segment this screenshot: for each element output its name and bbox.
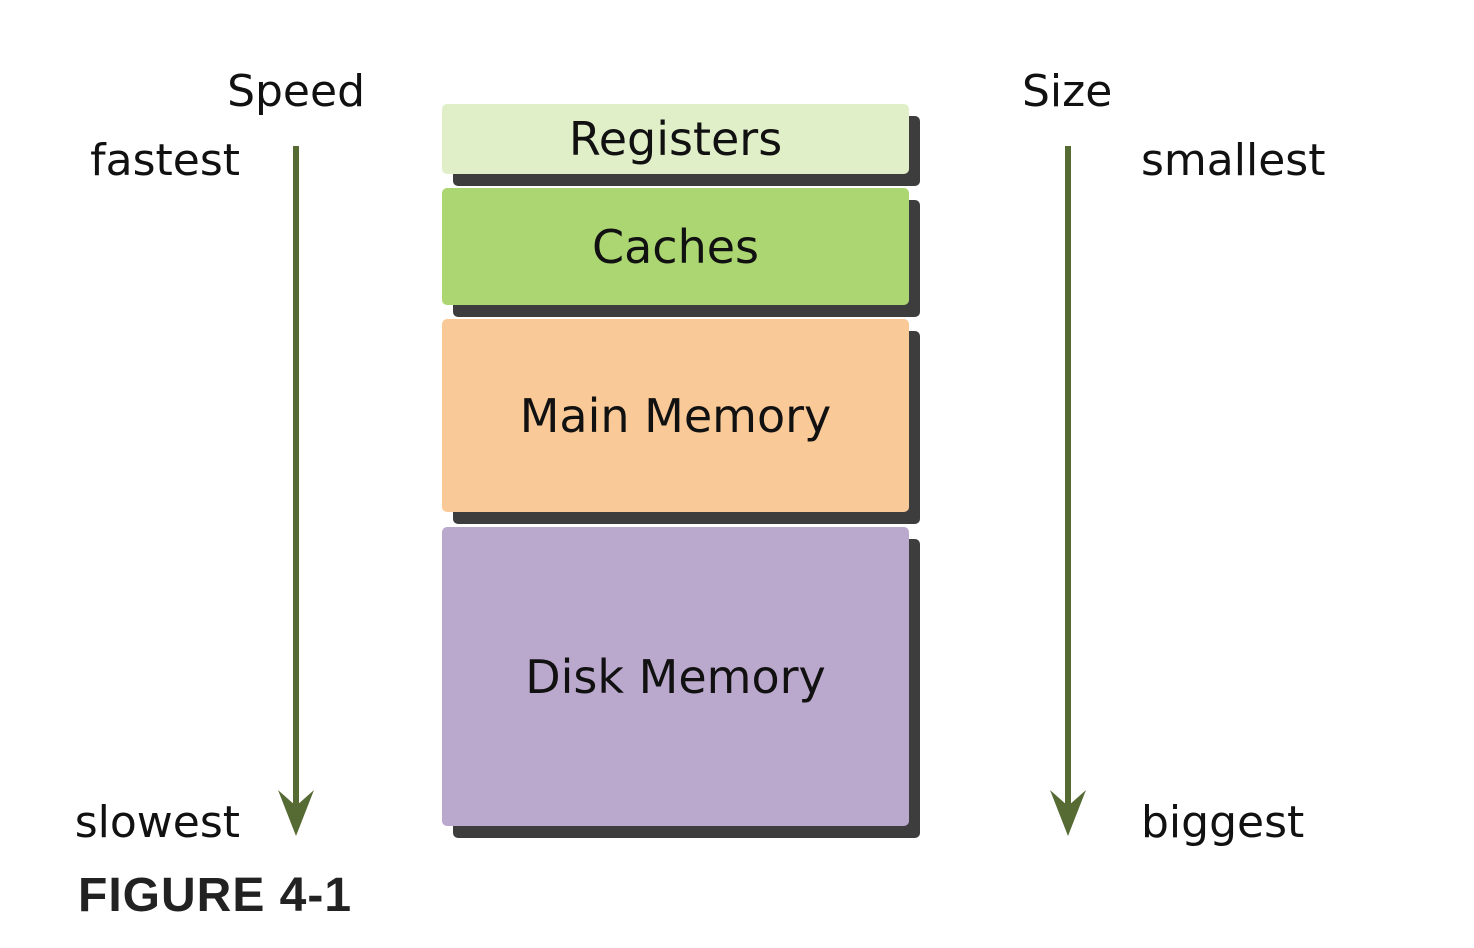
level-registers: Registers: [442, 104, 909, 174]
level-main-memory: Main Memory: [442, 319, 909, 512]
figure-caption: FIGURE 4-1: [78, 869, 353, 922]
level-registers-label: Registers: [568, 112, 783, 166]
speed-fastest-label: fastest: [90, 135, 240, 186]
level-caches-label: Caches: [591, 219, 760, 274]
level-disk-memory-label: Disk Memory: [525, 649, 826, 704]
level-main-memory-label: Main Memory: [519, 388, 832, 443]
level-disk-memory: Disk Memory: [442, 527, 909, 826]
size-biggest-label: biggest: [1141, 797, 1305, 848]
speed-heading: Speed: [227, 66, 365, 117]
size-smallest-label: smallest: [1141, 135, 1326, 186]
speed-slowest-label: slowest: [74, 797, 240, 848]
size-down-arrow-icon: [1050, 146, 1086, 836]
size-heading: Size: [1022, 66, 1113, 117]
level-caches: Caches: [442, 188, 909, 305]
speed-down-arrow-icon: [278, 146, 314, 836]
